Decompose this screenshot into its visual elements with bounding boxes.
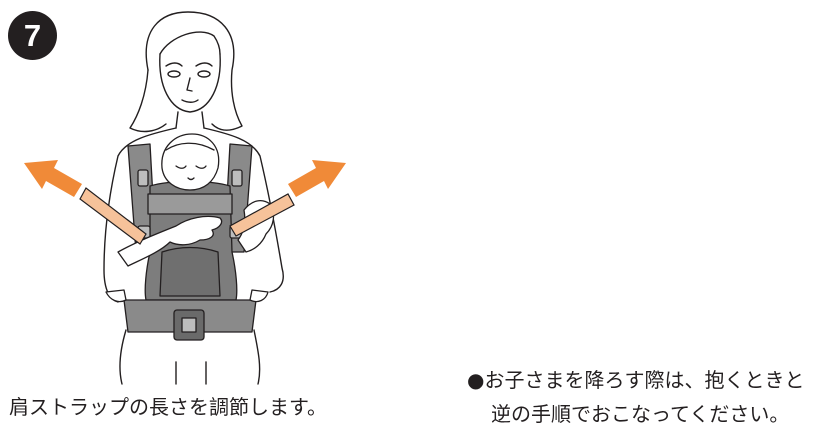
- step-caption: 肩ストラップの長さを調節します。: [9, 395, 327, 419]
- baby-figure: [105, 133, 269, 303]
- left-arrow-icon: [24, 160, 82, 197]
- note-line-1: ●お子さまを降ろす際は、抱くときと: [467, 368, 805, 392]
- pull-arrows: [24, 160, 346, 197]
- strap-tabs: [79, 187, 295, 245]
- note-block: ●お子さまを降ろす際は、抱くときと 逆の手順でおこなってください。: [467, 363, 804, 431]
- note-line-2: 逆の手順でおこなってください。: [491, 402, 790, 426]
- step-number-badge: 7: [8, 11, 57, 60]
- right-arrow-icon: [288, 160, 346, 197]
- carrier-illustration: [24, 11, 346, 385]
